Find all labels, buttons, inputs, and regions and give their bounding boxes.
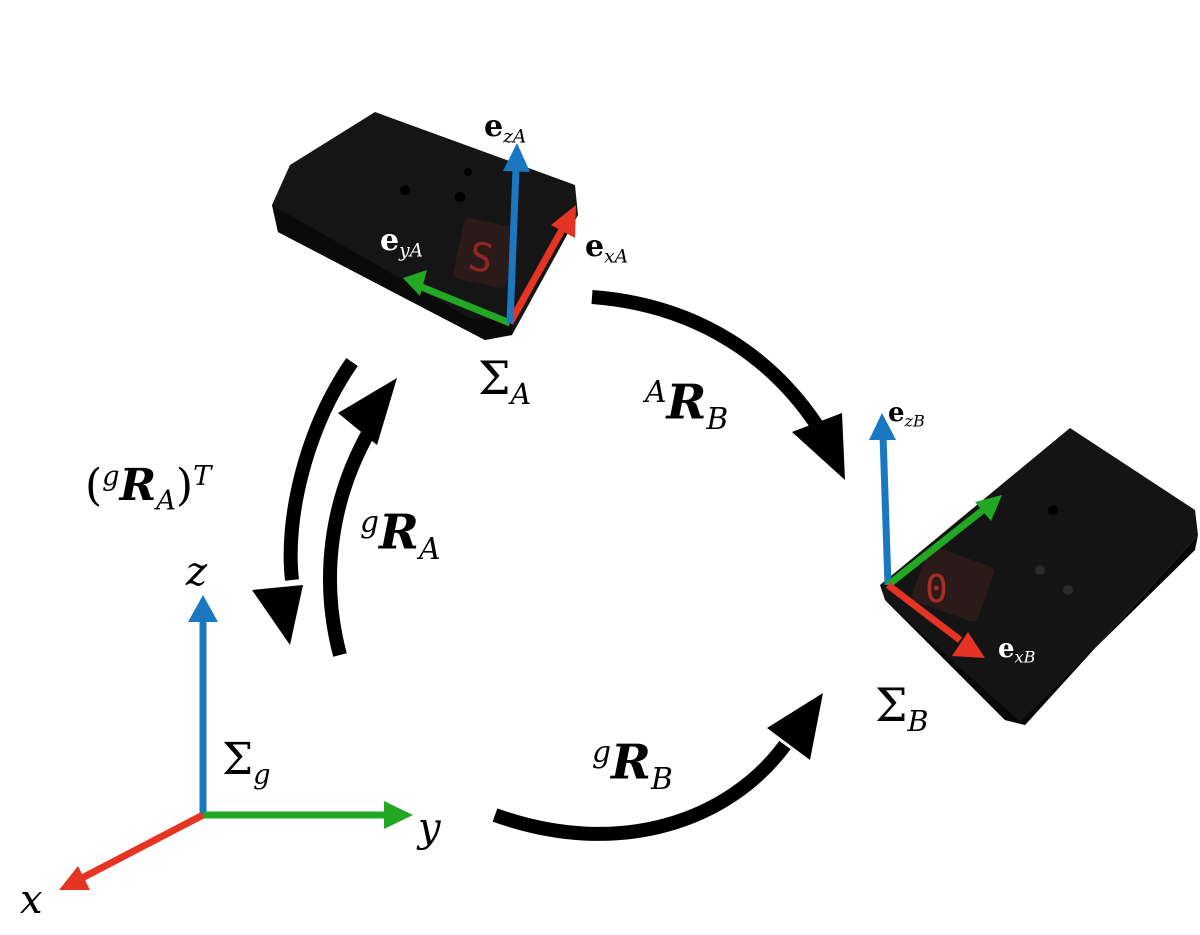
- rotation-g-to-a-label: gRA: [360, 504, 441, 567]
- frame-a-x-axis: [506, 226, 567, 325]
- frame-a-x-label: exA: [585, 229, 629, 268]
- frame-b-y-arrowhead: [975, 495, 1002, 521]
- frame-b-z-arrowhead: [869, 413, 896, 440]
- arrow-g-to-a-head: [338, 378, 397, 445]
- arrow-g-to-a: [323, 426, 377, 657]
- frame-b-z-label: ezB: [888, 398, 925, 431]
- frame-a-y-axis: [417, 282, 512, 327]
- global-z-label: z: [186, 549, 208, 595]
- global-axes: [59, 595, 413, 890]
- frame-b-label: ΣB: [875, 678, 929, 738]
- global-x-axis: [80, 811, 205, 882]
- frame-b-x-axis: [885, 582, 963, 643]
- global-x-arrowhead: [59, 866, 90, 890]
- frame-a-y-arrowhead: [403, 270, 427, 296]
- frame-a-x-arrowhead: [551, 205, 576, 238]
- arrow-a-to-g: [283, 358, 358, 581]
- frame-a-axes: [403, 143, 576, 327]
- global-y-arrowhead: [384, 801, 413, 829]
- device-a: S: [272, 112, 578, 340]
- arrow-a-to-b-head: [792, 413, 845, 480]
- frame-b-x-label: exB: [998, 634, 1036, 667]
- frame-a-z-arrowhead: [503, 143, 530, 172]
- frame-b-axes: [869, 413, 1002, 658]
- arrow-a-to-b: [591, 290, 826, 434]
- frame-b-y-label: eyB: [924, 464, 962, 497]
- rotation-g-to-b-label: gRB: [592, 734, 673, 797]
- global-frame-label: Σg: [222, 734, 271, 791]
- frame-a-y-label: eyA: [380, 223, 424, 262]
- rotation-arrows: [252, 290, 845, 841]
- device-b-button: [1035, 565, 1045, 575]
- frame-b-y-axis: [885, 507, 986, 588]
- rotation-a-to-g-label: (gRA)T: [85, 460, 212, 517]
- arrow-g-to-b: [492, 740, 791, 841]
- device-a-hole: [400, 185, 410, 195]
- global-y-label: y: [418, 805, 441, 851]
- device-a-hole: [464, 168, 472, 176]
- frame-a-z-axis: [506, 167, 520, 324]
- device-b-hole: [1048, 505, 1058, 515]
- frame-b-x-arrowhead: [952, 632, 985, 658]
- arrow-g-to-b-head: [767, 693, 823, 760]
- global-z-arrowhead: [188, 595, 218, 622]
- device-b-button: [1063, 585, 1073, 595]
- device-a-hole: [455, 192, 465, 202]
- device-b-display: [911, 546, 995, 622]
- global-x-label: x: [20, 877, 43, 923]
- frame-b-z-axis: [879, 434, 892, 586]
- frame-a-z-label: ezA: [484, 109, 527, 148]
- frame-a-label: ΣA: [478, 351, 532, 411]
- rotation-a-to-b-label: ARB: [645, 374, 729, 437]
- svg-text:0: 0: [925, 567, 948, 611]
- device-a-display: [453, 218, 518, 289]
- arrow-a-to-g-head: [252, 585, 303, 645]
